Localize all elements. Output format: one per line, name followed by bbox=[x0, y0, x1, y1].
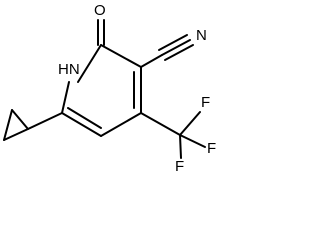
ring-nitrogen-label: HN bbox=[58, 61, 80, 78]
fluorine-bottom-label: F bbox=[175, 158, 184, 175]
bond-cyclopropyl-a bbox=[11, 109, 29, 130]
bond-nitrile-3 bbox=[164, 44, 194, 61]
bond-c6-cyclopropyl bbox=[27, 112, 63, 130]
bond-c5-c6-inner bbox=[67, 107, 102, 129]
bond-c5-c6 bbox=[61, 112, 102, 137]
bond-c4-c5 bbox=[100, 112, 142, 137]
fluorine-right-label: F bbox=[207, 140, 216, 157]
bond-nitrile-1 bbox=[161, 39, 191, 56]
bond-c6-n1 bbox=[61, 81, 70, 114]
bond-c3-cn bbox=[140, 54, 163, 68]
fluorine-top-label: F bbox=[201, 94, 210, 111]
bond-n1-c2 bbox=[77, 44, 102, 83]
bond-cyclopropyl-b bbox=[3, 109, 13, 141]
bond-c-f-top bbox=[179, 111, 201, 136]
bond-c4-cf3 bbox=[140, 112, 181, 136]
bond-c2-c3 bbox=[100, 44, 142, 68]
chemical-structure: O HN N F F F bbox=[3, 2, 216, 175]
oxygen-label: O bbox=[94, 2, 106, 19]
bond-c-f-right bbox=[179, 134, 206, 148]
bond-cyclopropyl-c bbox=[3, 128, 29, 141]
bond-c-f-bottom bbox=[179, 134, 182, 159]
nitrile-nitrogen-label: N bbox=[196, 27, 207, 44]
bond-nitrile-2 bbox=[158, 34, 188, 51]
